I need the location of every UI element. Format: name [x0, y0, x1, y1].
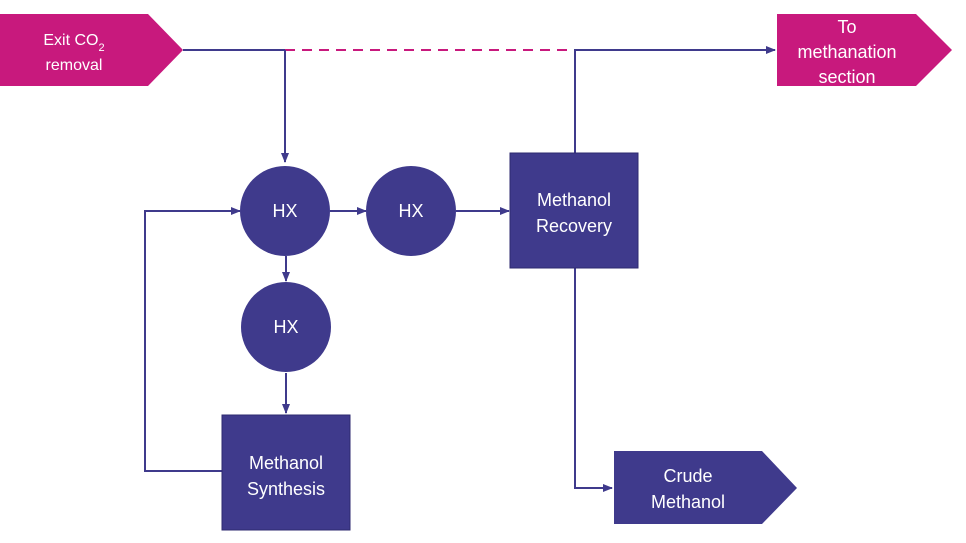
hx-bottom-circle: [241, 282, 331, 372]
hx-top-right-label: HX: [398, 201, 423, 221]
line-synthesis-recycle-loop: [144, 207, 241, 472]
methanol-synthesis-line2: Synthesis: [247, 479, 325, 499]
output-crude-methanol-line2: Methanol: [651, 492, 725, 512]
methanol-recovery-line2: Recovery: [536, 216, 612, 236]
input-label-line1: Exit CO2: [43, 32, 104, 54]
input-label-subscript: 2: [99, 42, 105, 54]
hx-top-left-circle: [240, 166, 330, 256]
input-label-prefix: Exit CO: [43, 32, 98, 49]
input-pentagon-shape: [0, 14, 183, 86]
output-methanation-line3: section: [818, 67, 875, 87]
hx-node-top-left: HX: [240, 166, 330, 256]
input-label-line2: removal: [46, 57, 103, 74]
output-methanation-shape: [777, 14, 952, 86]
hx-top-right-circle: [366, 166, 456, 256]
hx-node-bottom: HX: [241, 282, 331, 372]
output-crude-methanol-line1: Crude: [663, 466, 712, 486]
methanol-recovery-line1: Methanol: [537, 190, 611, 210]
line-recovery-to-crude-methanol: [574, 268, 613, 492]
output-methanation-line2: methanation: [797, 42, 896, 62]
input-exit-co2-removal: Exit CO2 removal: [0, 14, 183, 86]
hx-bottom-label: HX: [273, 317, 298, 337]
output-to-methanation-section: To methanation section: [777, 14, 952, 87]
output-crude-methanol-shape: [614, 451, 797, 524]
methanol-recovery-unit: Methanol Recovery: [509, 152, 639, 269]
output-crude-methanol: Crude Methanol: [614, 451, 797, 524]
methanol-synthesis-line1: Methanol: [249, 453, 323, 473]
output-methanation-line1: To: [837, 17, 856, 37]
hx-top-left-label: HX: [272, 201, 297, 221]
methanol-synthesis-unit: Methanol Synthesis: [221, 414, 351, 531]
line-recovery-to-methanation: [574, 46, 776, 153]
connectors: [144, 46, 776, 492]
methanol-recovery-box: [509, 152, 639, 269]
hx-node-top-right: HX: [366, 166, 456, 256]
methanol-synthesis-box: [221, 414, 351, 531]
